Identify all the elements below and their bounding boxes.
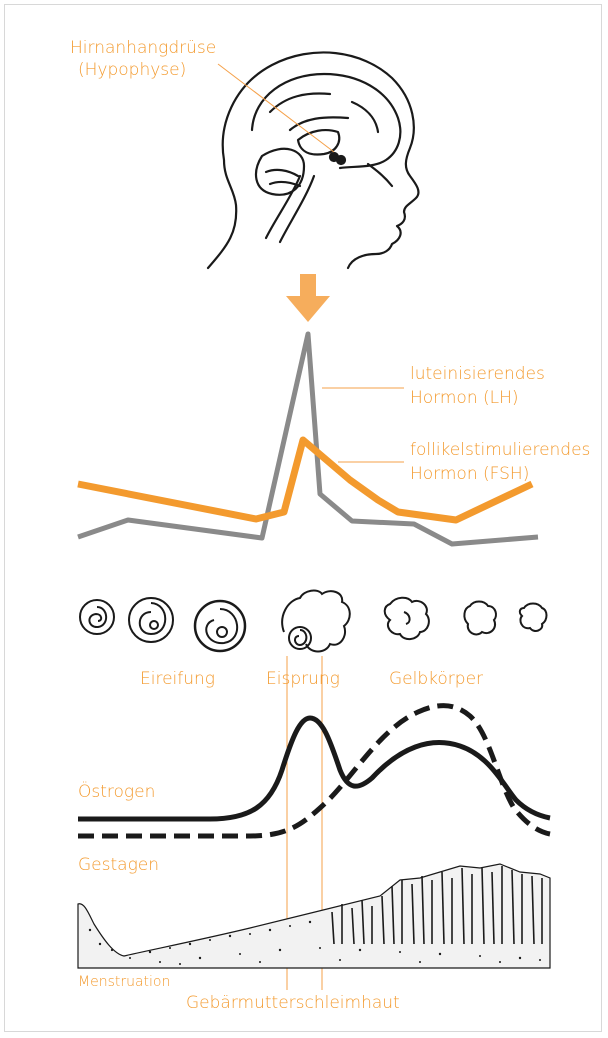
- pituitary-label-line2: (Hypophyse): [78, 60, 187, 80]
- corpus-luteum-label: Gelbkörper: [389, 669, 484, 689]
- follicle-3: [193, 599, 247, 653]
- lh-label-line1: luteinisierendes: [410, 364, 545, 384]
- endometrium-tissue: [77, 863, 551, 969]
- follicle-4-ovulating: [281, 589, 351, 653]
- progestogen-curve: [78, 703, 551, 839]
- lh-label-line2: Hormon (LH): [410, 388, 519, 408]
- fsh-label-line1: follikelstimulierendes: [410, 440, 591, 460]
- corpus-luteum-2: [463, 600, 497, 636]
- head-profile-icon: [206, 51, 420, 270]
- pituitary-leader: [217, 63, 335, 153]
- menstruation-label: Menstruation: [78, 974, 171, 990]
- corpus-luteum-3: [518, 602, 548, 632]
- progestogen-label: Gestagen: [78, 855, 160, 875]
- estrogen-label: Östrogen: [78, 782, 156, 802]
- endometrium-label: Gebärmutterschleimhaut: [186, 993, 400, 1013]
- arrow-down-icon: [286, 274, 330, 322]
- estrogen-curve: [78, 715, 551, 822]
- ovulation-label: Eisprung: [266, 669, 340, 689]
- follicle-2: [128, 597, 174, 643]
- follicle-stages: [79, 589, 548, 653]
- hormone-curves: [77, 331, 539, 547]
- follicle-1: [79, 599, 115, 635]
- corpus-luteum-1: [383, 596, 430, 640]
- lh-curve: [77, 331, 539, 547]
- pituitary-label-line1: Hirnanhangdrüse: [70, 38, 217, 58]
- fsh-label-line2: Hormon (FSH): [410, 464, 530, 484]
- follicle-maturation-label: Eireifung: [140, 669, 215, 689]
- fsh-curve: [77, 436, 534, 524]
